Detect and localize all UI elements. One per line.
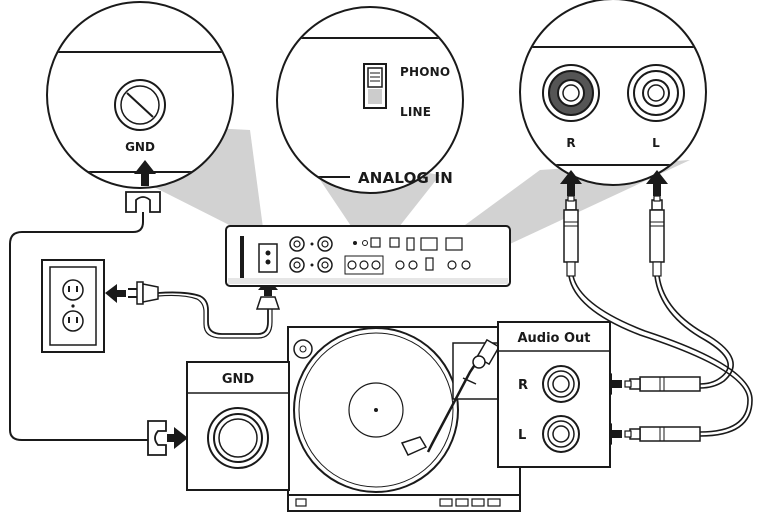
audio-out-r-label: R bbox=[518, 378, 528, 393]
rca-left-jack-icon bbox=[627, 64, 685, 122]
phono-label: PHONO bbox=[400, 65, 450, 79]
gnd-zoom-label: GND bbox=[125, 140, 155, 154]
line-label: LINE bbox=[400, 105, 431, 119]
rca-cable bbox=[563, 195, 753, 445]
arrow-left-icon bbox=[105, 284, 126, 303]
arrow-up-icon bbox=[560, 170, 582, 196]
callout-arrows bbox=[134, 160, 668, 196]
rca-out-right-jack-icon bbox=[542, 365, 580, 403]
rca-right-jack-icon bbox=[542, 64, 600, 122]
phono-line-zoom-callout: PHONO LINE ANALOG IN bbox=[276, 6, 464, 194]
arrow-up-icon bbox=[646, 170, 668, 196]
turntable bbox=[287, 326, 521, 512]
audio-out-panel: Audio Out R L bbox=[497, 321, 611, 468]
audio-out-label: Audio Out bbox=[517, 331, 590, 346]
rca-out-left-jack-icon bbox=[542, 415, 580, 453]
receiver-back-panel bbox=[225, 225, 511, 287]
power-plug-icon bbox=[105, 281, 159, 305]
wall-outlet-icon bbox=[41, 259, 105, 353]
ground-spade-connector-top bbox=[125, 191, 161, 213]
phono-line-switch-icon bbox=[363, 63, 387, 109]
arrow-up-icon bbox=[134, 160, 156, 186]
ground-terminal-icon bbox=[207, 407, 269, 469]
left-zoom-label: L bbox=[652, 136, 660, 150]
power-cable bbox=[157, 291, 269, 335]
turntable-gnd-panel: GND bbox=[186, 361, 290, 491]
ground-wire bbox=[9, 212, 148, 441]
analog-in-label: ANALOG IN bbox=[358, 169, 453, 187]
rca-input-zoom-callout: R L bbox=[519, 0, 707, 186]
gnd-zoom-callout: GND bbox=[46, 1, 234, 189]
audio-out-l-label: L bbox=[518, 428, 526, 443]
ground-screw-icon bbox=[114, 79, 166, 131]
turntable-gnd-label: GND bbox=[222, 372, 255, 387]
arrow-right-icon bbox=[167, 427, 188, 449]
ground-spade-connector-bottom bbox=[147, 420, 188, 456]
right-zoom-label: R bbox=[566, 136, 575, 150]
